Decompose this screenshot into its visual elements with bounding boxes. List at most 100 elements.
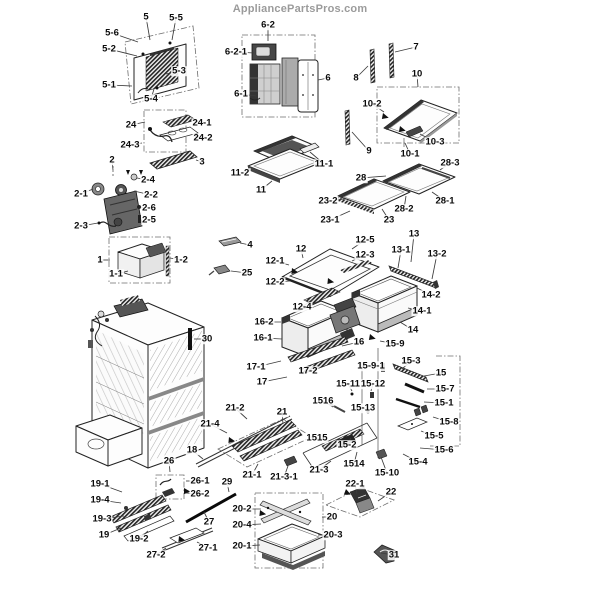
part-label-11: 11 [254,184,268,196]
part-2-icemaker [91,166,143,235]
part-label-2-5: 2-5 [141,214,157,226]
part-label-30: 30 [200,333,214,345]
part-label-17-2: 17-2 [297,365,319,377]
part-label-15-9-1: 15-9-1 [356,360,386,372]
part-label-15: 15 [434,367,448,379]
part-3-grille [149,150,198,170]
part-label-15-12: 15-12 [359,378,387,390]
part-label-23-2: 23-2 [317,195,339,207]
part-label-15-7: 15-7 [434,383,456,395]
part-14-drawer [351,275,418,333]
part-22-cap [349,486,375,514]
part-label-14: 14 [406,324,420,336]
part-label-1514: 1514 [342,458,366,470]
watermark: AppliancePartsPros.com [232,3,368,15]
part-label-12-3: 12-3 [354,249,376,261]
part-label-21-4: 21-4 [199,418,221,430]
part-label-21: 21 [275,406,289,418]
part-label-15-8: 15-8 [438,416,460,428]
part-label-12-2: 12-2 [264,276,286,288]
part-label-11-2: 11-2 [229,167,251,179]
part-15-dispenser-cluster [329,297,376,341]
part-label-20-1: 20-1 [231,540,253,552]
part-label-20-4: 20-4 [231,519,253,531]
part-label-1515: 1515 [305,432,329,444]
part-23-shelf [337,178,411,214]
part-26-kit [159,478,191,497]
part-label-2: 2 [108,154,116,166]
misc-arrows [343,489,351,495]
part-label-23-1: 23-1 [319,214,341,226]
part-label-28-2: 28-2 [393,203,415,215]
part-label-6-2-1: 6-2-1 [223,46,249,58]
part-label-1-1: 1-1 [108,268,124,280]
part-label-15-4: 15-4 [407,456,429,468]
part-label-27-1: 27-1 [197,542,219,554]
group-box-26 [155,474,185,500]
part-label-28-1: 28-1 [434,195,456,207]
part-label-1: 1 [96,254,104,266]
part-8-rail [369,48,376,84]
part-label-29: 29 [220,476,234,488]
part-25-clip [208,264,231,276]
part-label-15-1: 15-1 [433,397,455,409]
part-label-13-2: 13-2 [426,248,448,260]
part-10-shelf [381,99,458,147]
part-label-13: 13 [407,228,421,240]
part-12-pantry-frame [281,248,380,305]
part-label-26-1: 26-1 [189,475,211,487]
part-label-20-3: 20-3 [322,529,344,541]
part-label-31: 31 [387,549,401,561]
part-label-16-2: 16-2 [253,316,275,328]
part-label-1-2: 1-2 [173,254,189,266]
part-label-15-11: 15-11 [335,378,361,390]
part-label-2-3: 2-3 [73,220,89,232]
part-label-24: 24 [124,119,138,131]
part-label-26-2: 26-2 [189,488,211,500]
part-label-5-3: 5-3 [171,65,187,77]
part-label-15-13: 15-13 [349,402,377,414]
part-29-trim [185,492,237,524]
part-label-19-3: 19-3 [91,513,113,525]
part-label-14-1: 14-1 [411,305,433,317]
part-label-5: 5 [142,11,150,23]
group-box-6 [241,34,316,118]
part-label-15-2: 15-2 [336,439,358,451]
part-27-rail [161,527,214,552]
part-label-2-4: 2-4 [140,174,156,186]
part-label-24-2: 24-2 [192,132,214,144]
part-label-18: 18 [185,444,199,456]
part-label-28: 28 [354,172,368,184]
part-label-7: 7 [412,41,420,53]
part-label-5-6: 5-6 [104,27,120,39]
part-label-12-4: 12-4 [291,301,313,313]
part-label-4: 4 [246,239,254,251]
part-5-evaporator [133,41,187,101]
part-30-bar [188,328,192,350]
part-label-12-5: 12-5 [354,234,376,246]
part-6-evap-cover [249,43,319,113]
part-label-10-1: 10-1 [399,148,421,160]
part-label-15-9: 15-9 [384,338,406,350]
part-label-2-2: 2-2 [143,189,159,201]
part-label-11-1: 11-1 [313,158,335,170]
part-28-shelf [382,163,456,195]
part-24-trays [148,114,199,143]
part-label-20: 20 [325,511,339,523]
part-label-5-4: 5-4 [143,93,159,105]
part-label-9: 9 [365,145,373,157]
part-label-15-3: 15-3 [400,355,422,367]
part-label-16: 16 [352,336,366,348]
part-label-21-1: 21-1 [241,469,263,481]
part-4-handle [218,236,242,247]
part-13-rail [388,265,439,289]
part-label-6-2: 6-2 [260,19,276,31]
part-label-15-5: 15-5 [423,430,445,442]
part-label-17: 17 [255,376,269,388]
part-label-26: 26 [162,455,176,467]
part-label-28-3: 28-3 [439,157,461,169]
part-label-19-1: 19-1 [89,478,111,490]
part-label-17-1: 17-1 [245,361,267,373]
group-box-5 [124,25,200,105]
part-label-25: 25 [240,267,254,279]
